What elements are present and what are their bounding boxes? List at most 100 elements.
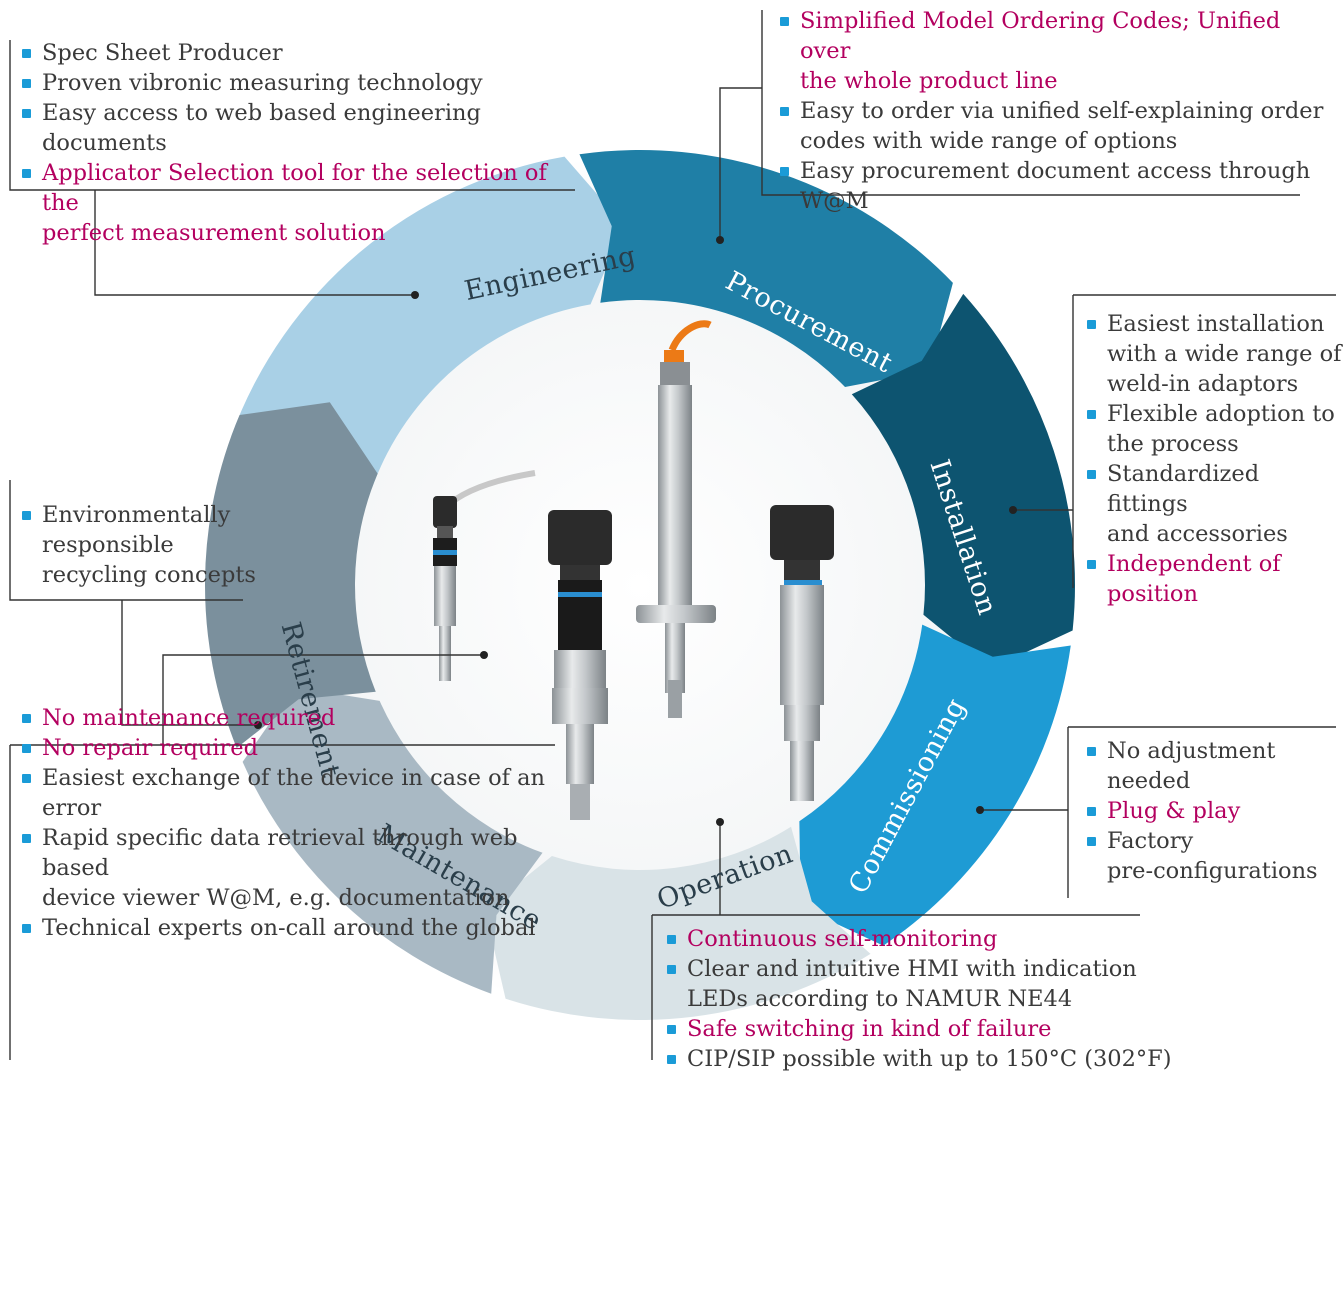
benefit-text: Independent of bbox=[1107, 551, 1281, 577]
square-bullet-icon bbox=[22, 49, 31, 58]
benefit-item: Safe switching in kind of failure bbox=[663, 1014, 1263, 1044]
ring-segment-installation bbox=[851, 293, 1075, 670]
benefit-item: LEDs according to NAMUR NE44 bbox=[663, 984, 1263, 1014]
benefit-item: with a wide range of bbox=[1083, 339, 1343, 369]
ring-segment-commissioning bbox=[799, 624, 1071, 946]
benefit-text: Rapid specific data retrieval through we… bbox=[42, 825, 518, 881]
benefit-item: and accessories bbox=[1083, 519, 1343, 549]
benefit-text: with a wide range of bbox=[1107, 341, 1342, 367]
benefit-item: recycling concepts bbox=[18, 560, 258, 590]
benefit-text: Continuous self-monitoring bbox=[687, 926, 998, 952]
benefit-item: weld-in adaptors bbox=[1083, 369, 1343, 399]
benefit-item: Plug & play bbox=[1083, 796, 1343, 826]
benefit-item: Easy access to web based engineering doc… bbox=[18, 98, 578, 158]
benefit-text: Simplified Model Ordering Codes; Unified… bbox=[800, 8, 1281, 64]
square-bullet-icon bbox=[22, 834, 31, 843]
benefit-text: Factory bbox=[1107, 828, 1194, 854]
benefit-item: Easiest exchange of the device in case o… bbox=[18, 763, 578, 793]
benefit-text: Spec Sheet Producer bbox=[42, 40, 283, 66]
benefit-text: responsible bbox=[42, 532, 174, 558]
benefit-item: Factory bbox=[1083, 826, 1343, 856]
benefit-item: Easiest installation bbox=[1083, 309, 1343, 339]
benefit-item: Independent of bbox=[1083, 549, 1343, 579]
square-bullet-icon bbox=[22, 79, 31, 88]
benefit-item: device viewer W@M, e.g. documentation bbox=[18, 883, 578, 913]
square-bullet-icon bbox=[1087, 320, 1096, 329]
benefit-text: Easiest exchange of the device in case o… bbox=[42, 765, 546, 791]
benefit-text: error bbox=[42, 795, 102, 821]
benefit-item: Clear and intuitive HMI with indication bbox=[663, 954, 1263, 984]
benefit-text: recycling concepts bbox=[42, 562, 256, 588]
square-bullet-icon bbox=[22, 714, 31, 723]
square-bullet-icon bbox=[780, 17, 789, 26]
benefit-text: Environmentally bbox=[42, 502, 231, 528]
benefit-item: Environmentally bbox=[18, 500, 258, 530]
benefit-item: No adjustment bbox=[1083, 736, 1343, 766]
square-bullet-icon bbox=[780, 167, 789, 176]
benefit-text: needed bbox=[1107, 768, 1191, 794]
product-images bbox=[433, 320, 834, 820]
installation-benefits-box: Easiest installation with a wide range of… bbox=[1083, 309, 1343, 609]
maintenance-benefits-box: No maintenance required No repair require… bbox=[18, 703, 578, 943]
benefit-text: Proven vibronic measuring technology bbox=[42, 70, 483, 96]
benefit-text: No maintenance required bbox=[42, 705, 336, 731]
benefit-text: Flexible adoption to bbox=[1107, 401, 1335, 427]
benefit-item: Standardized fittings bbox=[1083, 459, 1343, 519]
benefit-text: the whole product line bbox=[800, 68, 1058, 94]
benefit-item: Simplified Model Ordering Codes; Unified… bbox=[776, 6, 1336, 66]
benefit-item: No repair required bbox=[18, 733, 578, 763]
lifecycle-ring bbox=[204, 150, 1075, 1021]
benefit-item: Flexible adoption to bbox=[1083, 399, 1343, 429]
square-bullet-icon bbox=[1087, 807, 1096, 816]
benefit-text: LEDs according to NAMUR NE44 bbox=[687, 986, 1073, 1012]
square-bullet-icon bbox=[22, 744, 31, 753]
ring-segment-procurement bbox=[579, 150, 953, 388]
benefit-text: No repair required bbox=[42, 735, 259, 761]
benefit-text: Standardized fittings bbox=[1107, 461, 1260, 517]
benefit-item: Proven vibronic measuring technology bbox=[18, 68, 578, 98]
benefit-item: Spec Sheet Producer bbox=[18, 38, 578, 68]
benefit-text: device viewer W@M, e.g. documentation bbox=[42, 885, 510, 911]
square-bullet-icon bbox=[780, 107, 789, 116]
procurement-benefits-box: Simplified Model Ordering Codes; Unified… bbox=[776, 6, 1336, 216]
benefit-text: Safe switching in kind of failure bbox=[687, 1016, 1052, 1042]
connector-lines bbox=[9, 10, 1336, 1060]
benefit-item: position bbox=[1083, 579, 1343, 609]
benefit-item: No maintenance required bbox=[18, 703, 578, 733]
benefit-item: responsible bbox=[18, 530, 258, 560]
ring-segment-maintenance bbox=[242, 687, 543, 994]
benefit-text: Easiest installation bbox=[1107, 311, 1325, 337]
benefit-item: Applicator Selection tool for the select… bbox=[18, 158, 578, 218]
connector-dots bbox=[254, 236, 1017, 826]
benefit-item: Easy to order via unified self-explainin… bbox=[776, 96, 1336, 126]
benefit-text: Plug & play bbox=[1107, 798, 1241, 824]
ring-segment-operation bbox=[485, 826, 871, 1021]
benefit-text: Easy to order via unified self-explainin… bbox=[800, 98, 1324, 124]
ring-segment-retirement bbox=[204, 402, 378, 748]
benefit-item: Easy procurement document access through bbox=[776, 156, 1336, 186]
benefit-text: Easy procurement document access through bbox=[800, 158, 1311, 184]
benefit-text: the process bbox=[1107, 431, 1239, 457]
square-bullet-icon bbox=[22, 924, 31, 933]
benefit-text: and accessories bbox=[1107, 521, 1288, 547]
benefit-text: Technical experts on-call around the glo… bbox=[42, 915, 536, 941]
square-bullet-icon bbox=[667, 1025, 676, 1034]
square-bullet-icon bbox=[667, 935, 676, 944]
square-bullet-icon bbox=[22, 511, 31, 520]
benefit-item: the process bbox=[1083, 429, 1343, 459]
benefit-item: error bbox=[18, 793, 578, 823]
benefit-item: needed bbox=[1083, 766, 1343, 796]
benefit-text: weld-in adaptors bbox=[1107, 371, 1299, 397]
benefit-item: CIP/SIP possible with up to 150°C (302°F… bbox=[663, 1044, 1263, 1074]
square-bullet-icon bbox=[667, 1055, 676, 1064]
benefit-text: position bbox=[1107, 581, 1198, 607]
square-bullet-icon bbox=[22, 169, 31, 178]
benefit-text: W@M bbox=[800, 188, 869, 214]
square-bullet-icon bbox=[667, 965, 676, 974]
benefit-text: codes with wide range of options bbox=[800, 128, 1178, 154]
benefit-text: No adjustment bbox=[1107, 738, 1276, 764]
square-bullet-icon bbox=[1087, 747, 1096, 756]
